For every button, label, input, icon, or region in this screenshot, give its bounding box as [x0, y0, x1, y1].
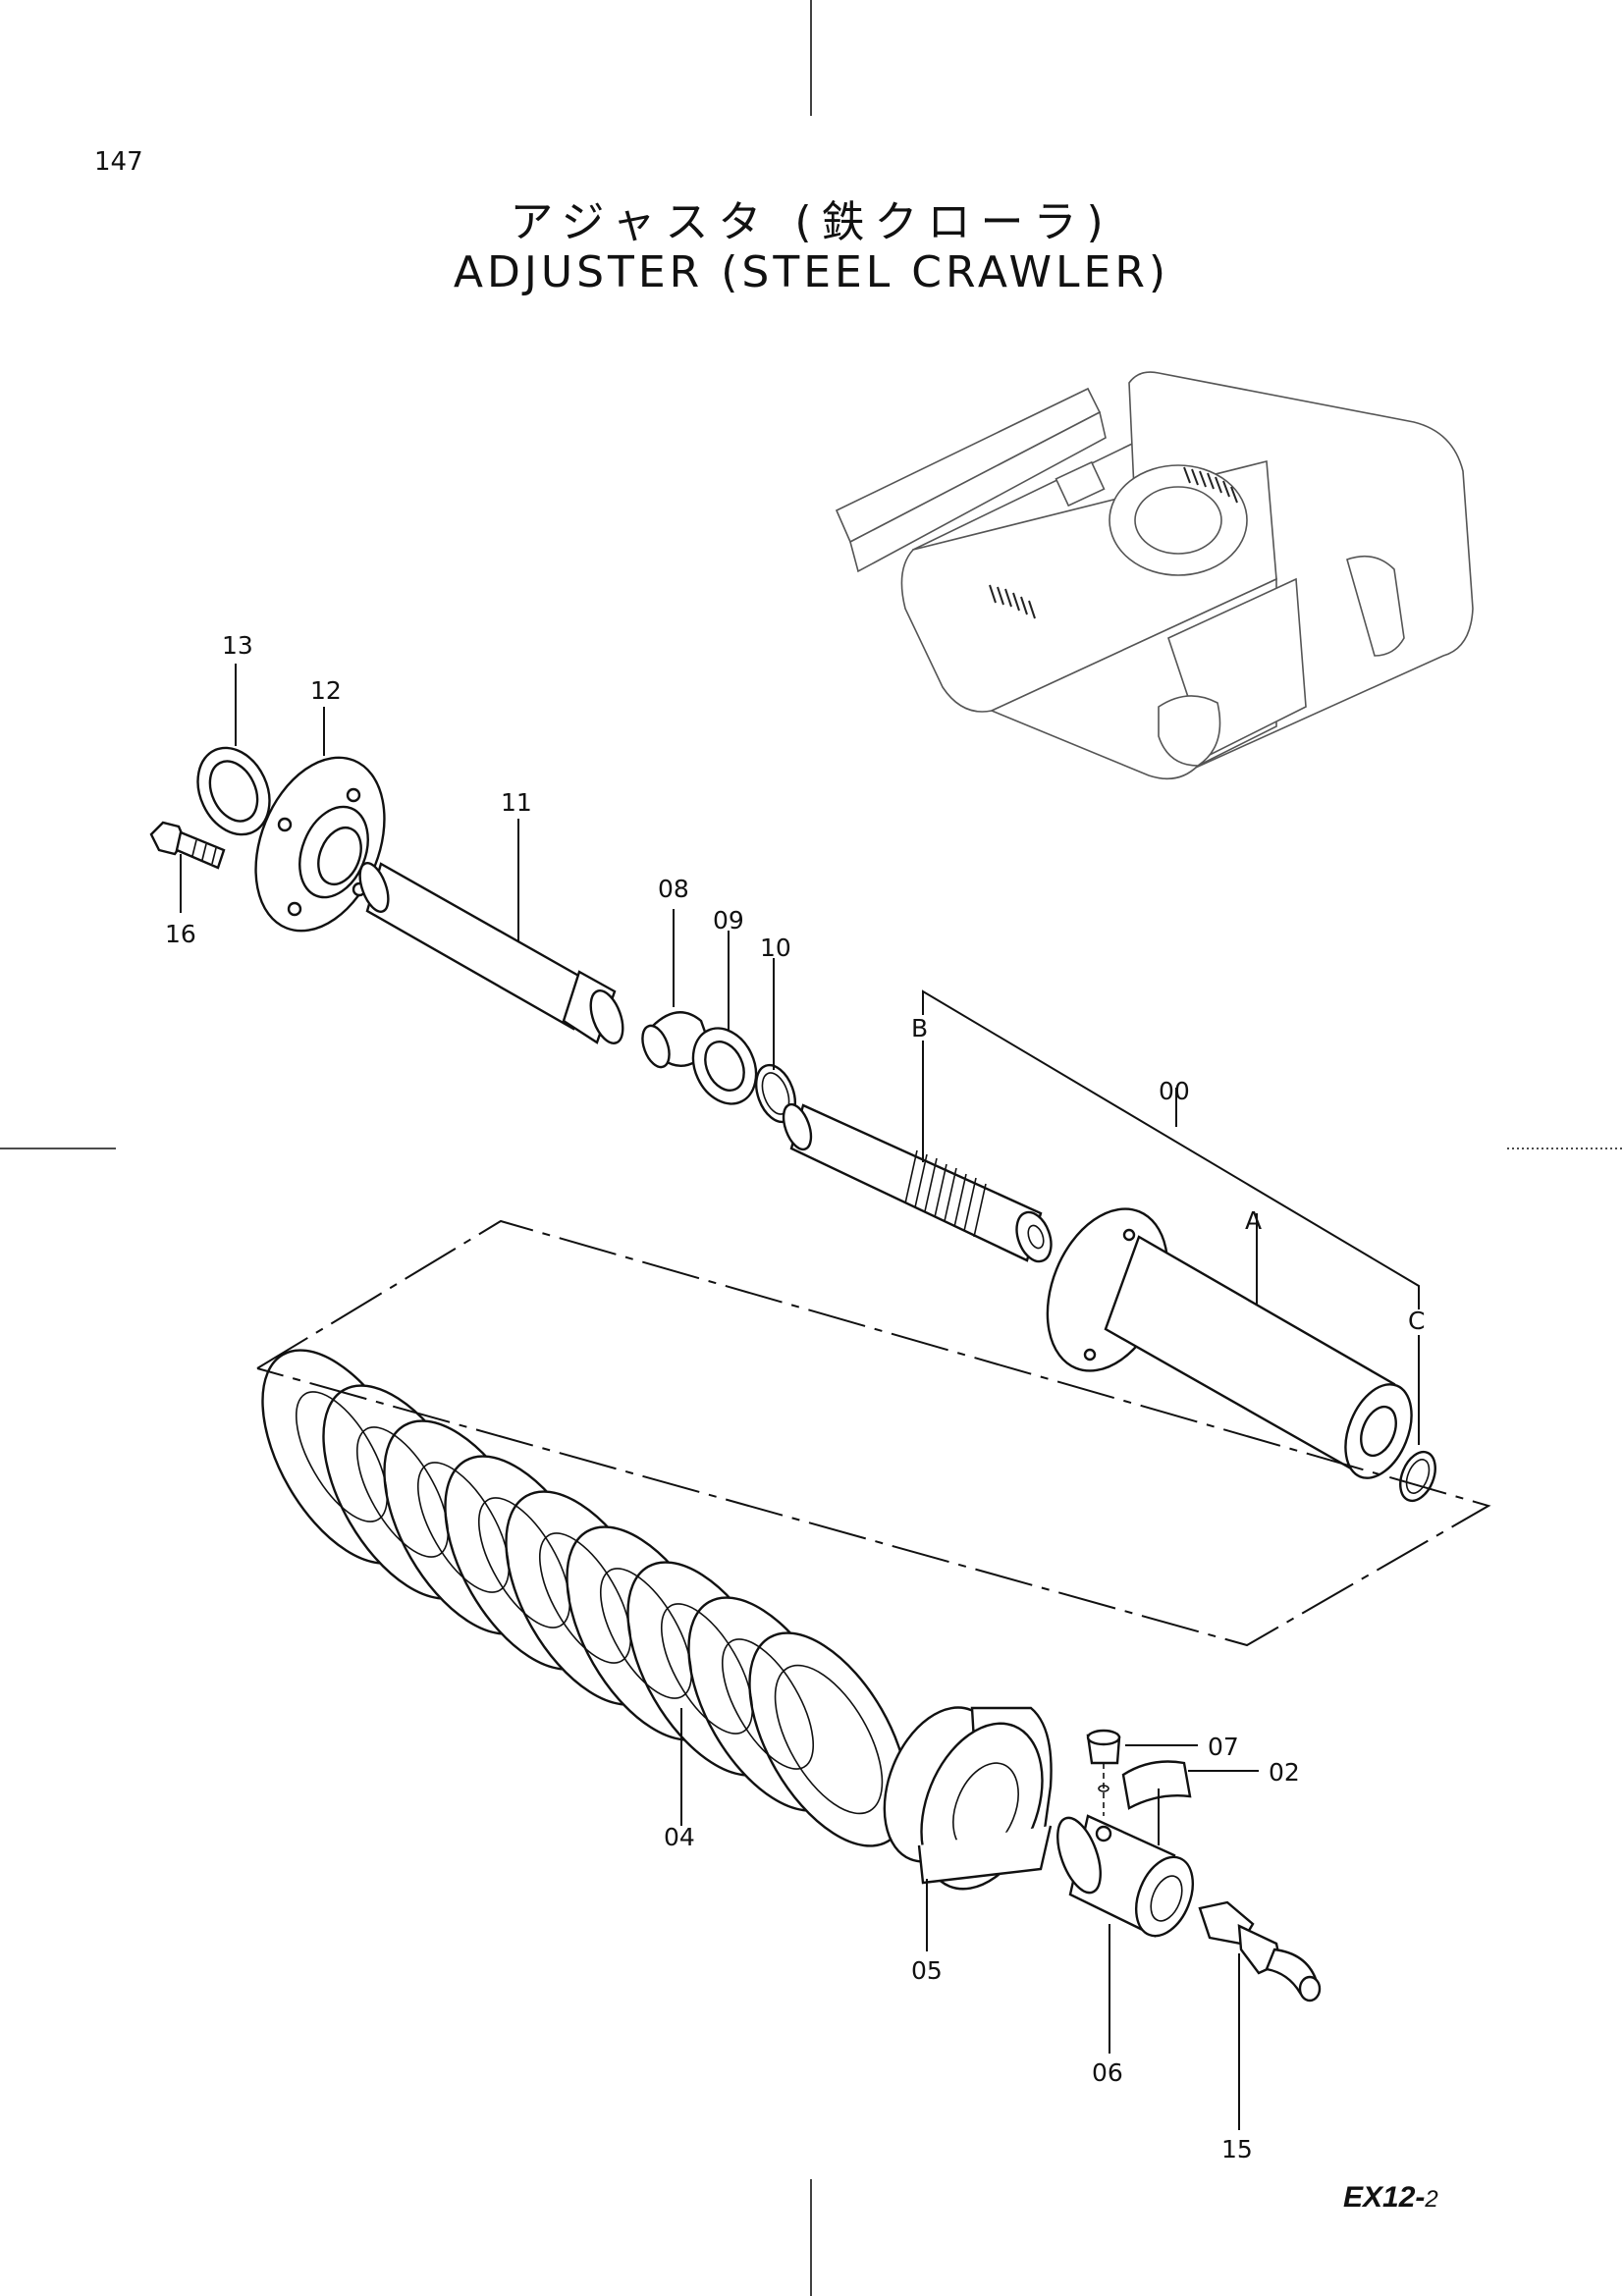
callout-02: 02	[1269, 1758, 1300, 1787]
page-number: 147	[94, 147, 143, 177]
part-b-rod	[782, 1102, 1053, 1263]
callout-08: 08	[658, 875, 689, 903]
part-15-grease-fitting	[1198, 1900, 1322, 2002]
part-c-o-ring	[1399, 1450, 1436, 1503]
callout-b: B	[911, 1014, 928, 1042]
callout-09: 09	[713, 906, 744, 934]
part-06-body	[1056, 1814, 1194, 1938]
callout-12: 12	[310, 676, 342, 705]
callout-07: 07	[1208, 1733, 1239, 1761]
title-english: ADJUSTER (STEEL CRAWLER)	[453, 247, 1170, 297]
callout-15: 15	[1221, 2135, 1253, 2163]
part-05-guide	[883, 1706, 1053, 1891]
callout-c: C	[1408, 1307, 1425, 1335]
callout-11: 11	[501, 788, 532, 817]
part-a-cylinder	[1046, 1207, 1413, 1479]
model-code: EX12-2	[1343, 2181, 1438, 2215]
part-13-seal	[196, 746, 271, 836]
part-11-shaft	[358, 862, 624, 1044]
callout-13: 13	[222, 631, 253, 660]
part-04-spring	[261, 1349, 909, 1847]
part-09-bearing	[691, 1027, 758, 1105]
title-japanese: アジャスタ (鉄クローラ)	[510, 197, 1113, 247]
model-code-main: EX12-	[1343, 2181, 1426, 2214]
leader-lines	[180, 664, 1259, 2130]
callout-05: 05	[911, 1956, 943, 1985]
part-12-flange	[254, 756, 386, 933]
callout-16: 16	[165, 920, 196, 948]
callout-10: 10	[760, 934, 791, 962]
part-02-plate	[1121, 1760, 1192, 1810]
callout-04: 04	[664, 1823, 695, 1851]
part-16-bolt	[149, 821, 226, 870]
callout-00: 00	[1159, 1077, 1190, 1105]
callout-06: 06	[1092, 2058, 1123, 2087]
machine-overview-illustration	[835, 371, 1474, 780]
part-07-plug	[1086, 1729, 1121, 1816]
callout-a: A	[1245, 1206, 1262, 1235]
assembly-bracket	[922, 989, 1420, 1445]
model-code-suffix: 2	[1425, 2186, 1438, 2213]
phantom-frame	[256, 1219, 1491, 1647]
callout-labels: 13 12 16 11 08 09 10 B 00 A C 04 05 07 0…	[165, 631, 1425, 2163]
